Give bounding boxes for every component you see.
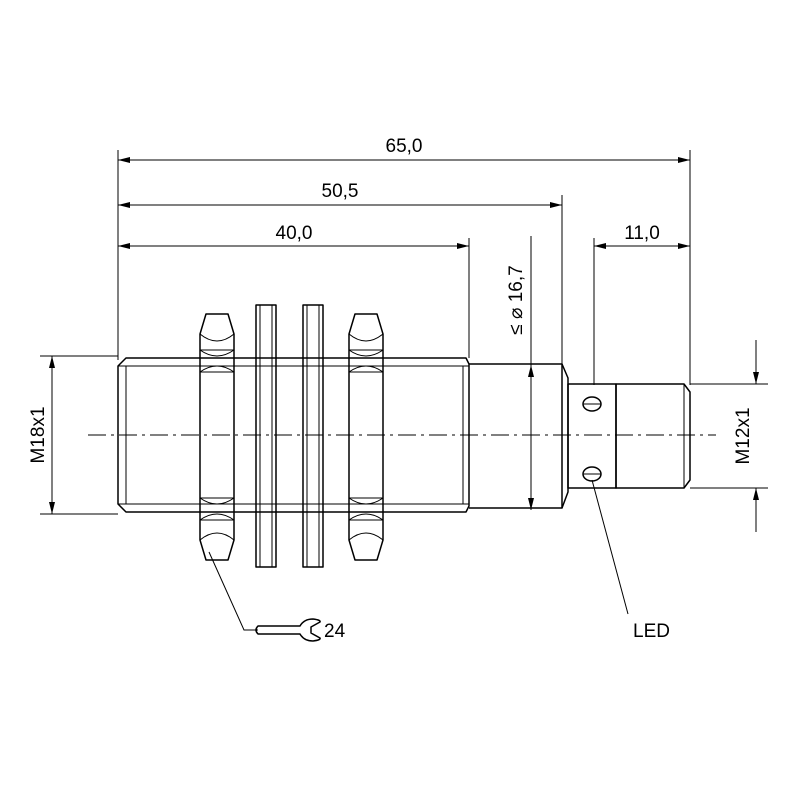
hex-nut-left: [199, 313, 235, 561]
washer-right: [302, 304, 324, 568]
wrench-icon: [255, 618, 321, 642]
main-thread-label: M18x1: [28, 406, 49, 463]
collar-diameter-label: ≤ ⌀ 16,7: [506, 265, 527, 334]
wrench-leader-line: [208, 551, 258, 631]
led-leader-line: [591, 479, 629, 615]
wrench-size-label: 24: [324, 621, 346, 642]
led-label: LED: [633, 621, 670, 642]
overall-length-label: 65,0: [386, 136, 423, 157]
length-to-connector-label: 50,5: [322, 181, 359, 202]
dimension-lines: [49, 157, 759, 532]
led-windows: [582, 396, 602, 482]
connector-length-label: 11,0: [624, 223, 660, 244]
thread-length-label: 40,0: [276, 223, 313, 244]
washer-left: [255, 304, 277, 568]
connector-thread-label: M12x1: [733, 407, 754, 464]
hex-nut-right: [348, 313, 384, 561]
